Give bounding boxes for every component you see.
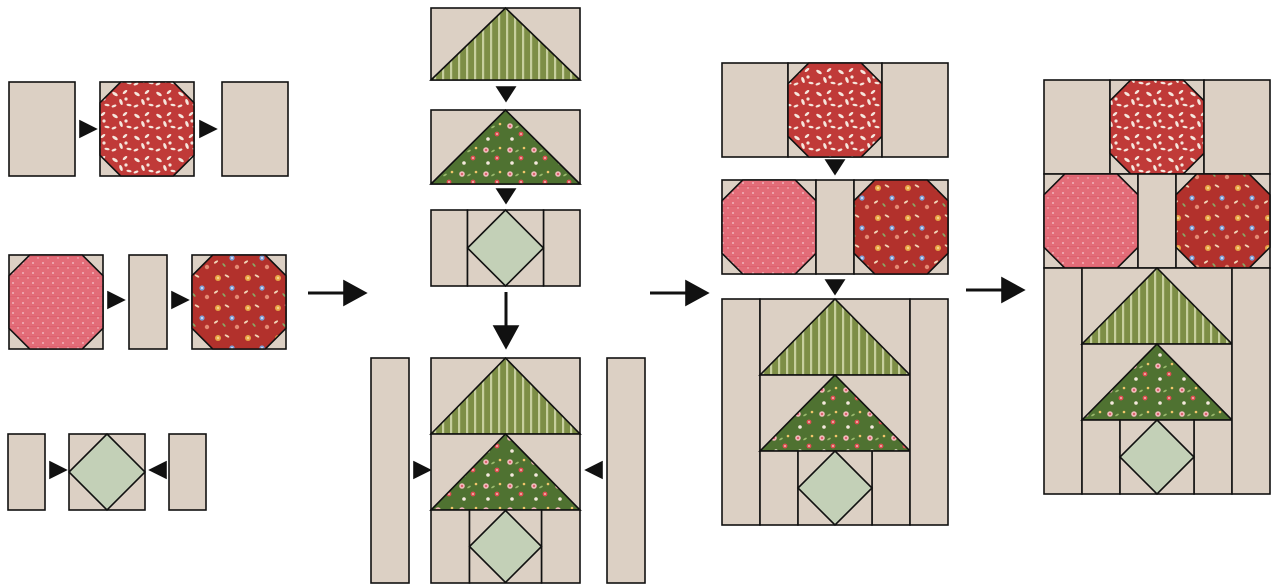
final-diamond-row (1118, 418, 1196, 496)
step3-left-panel (721, 298, 761, 526)
step3-red-octagon (853, 179, 949, 275)
final-center-strip (1137, 173, 1177, 269)
step2-down-arrow (492, 325, 520, 350)
step2-right-panel (606, 357, 646, 584)
triangle-arrow-icon (49, 460, 68, 480)
triangle-arrow-icon (107, 290, 126, 310)
row3-left-strip (7, 433, 46, 511)
triangle-arrow-icon (148, 460, 167, 480)
row1-right-rectangle (221, 81, 289, 177)
step3-diamond-row-left-strip (759, 450, 799, 526)
step3-diamond-row (796, 449, 874, 527)
step3-center-strip (815, 179, 855, 275)
step2-left-panel (370, 357, 410, 584)
final-red-octagon (1175, 173, 1271, 269)
triangle-arrow-icon (824, 159, 846, 176)
row1-left-rectangle (8, 81, 76, 177)
step3-pink-octagon (721, 179, 817, 275)
triangle-arrow-icon (79, 119, 98, 139)
final-right-panel (1231, 267, 1271, 495)
row2-red-octagon (191, 254, 287, 350)
diagram-layer (7, 6, 1271, 584)
step-arrow-2 (685, 279, 710, 307)
final-left-panel (1043, 267, 1083, 495)
step-arrow-3 (1001, 276, 1026, 304)
step3-top-right-rectangle (881, 62, 949, 158)
row2-pink-octagon (8, 254, 104, 350)
step2-diamond-row-right-strip (542, 209, 581, 287)
step3-diamond-row-right-strip (871, 450, 911, 526)
step2-assembled-diamond-row-right-strip (540, 509, 581, 584)
triangle-arrow-icon (199, 119, 218, 139)
step2-assembled-diamond-row (468, 509, 543, 584)
step3-top-red-octagon (787, 62, 883, 158)
triangle-arrow-icon (584, 460, 603, 480)
final-top-right-rectangle (1203, 79, 1271, 175)
step2-diamond-row-left-strip (430, 209, 469, 287)
step3-right-panel (909, 298, 949, 526)
step-arrow-1 (343, 279, 368, 307)
final-pink-octagon (1043, 173, 1139, 269)
triangle-arrow-icon (413, 460, 432, 480)
row2-center-strip (128, 254, 168, 350)
row3-right-strip (168, 433, 207, 511)
step2-stripe-triangle (429, 6, 582, 81)
step2-assembled-diamond-row-left-strip (430, 509, 471, 584)
triangle-arrow-icon (171, 290, 190, 310)
step2-floral-triangle (429, 108, 582, 185)
step2-diamond-row (466, 208, 545, 288)
triangle-arrow-icon (495, 86, 517, 103)
final-top-left-rectangle (1043, 79, 1111, 175)
row3-sage-diamond (67, 432, 147, 512)
final-diamond-row-right-strip (1193, 419, 1233, 495)
row1-red-octagon (99, 81, 195, 177)
triangle-arrow-icon (495, 188, 517, 205)
triangle-arrow-icon (824, 279, 846, 296)
final-diamond-row-left-strip (1081, 419, 1121, 495)
step3-top-left-rectangle (721, 62, 789, 158)
final-top-red-octagon (1109, 79, 1205, 175)
